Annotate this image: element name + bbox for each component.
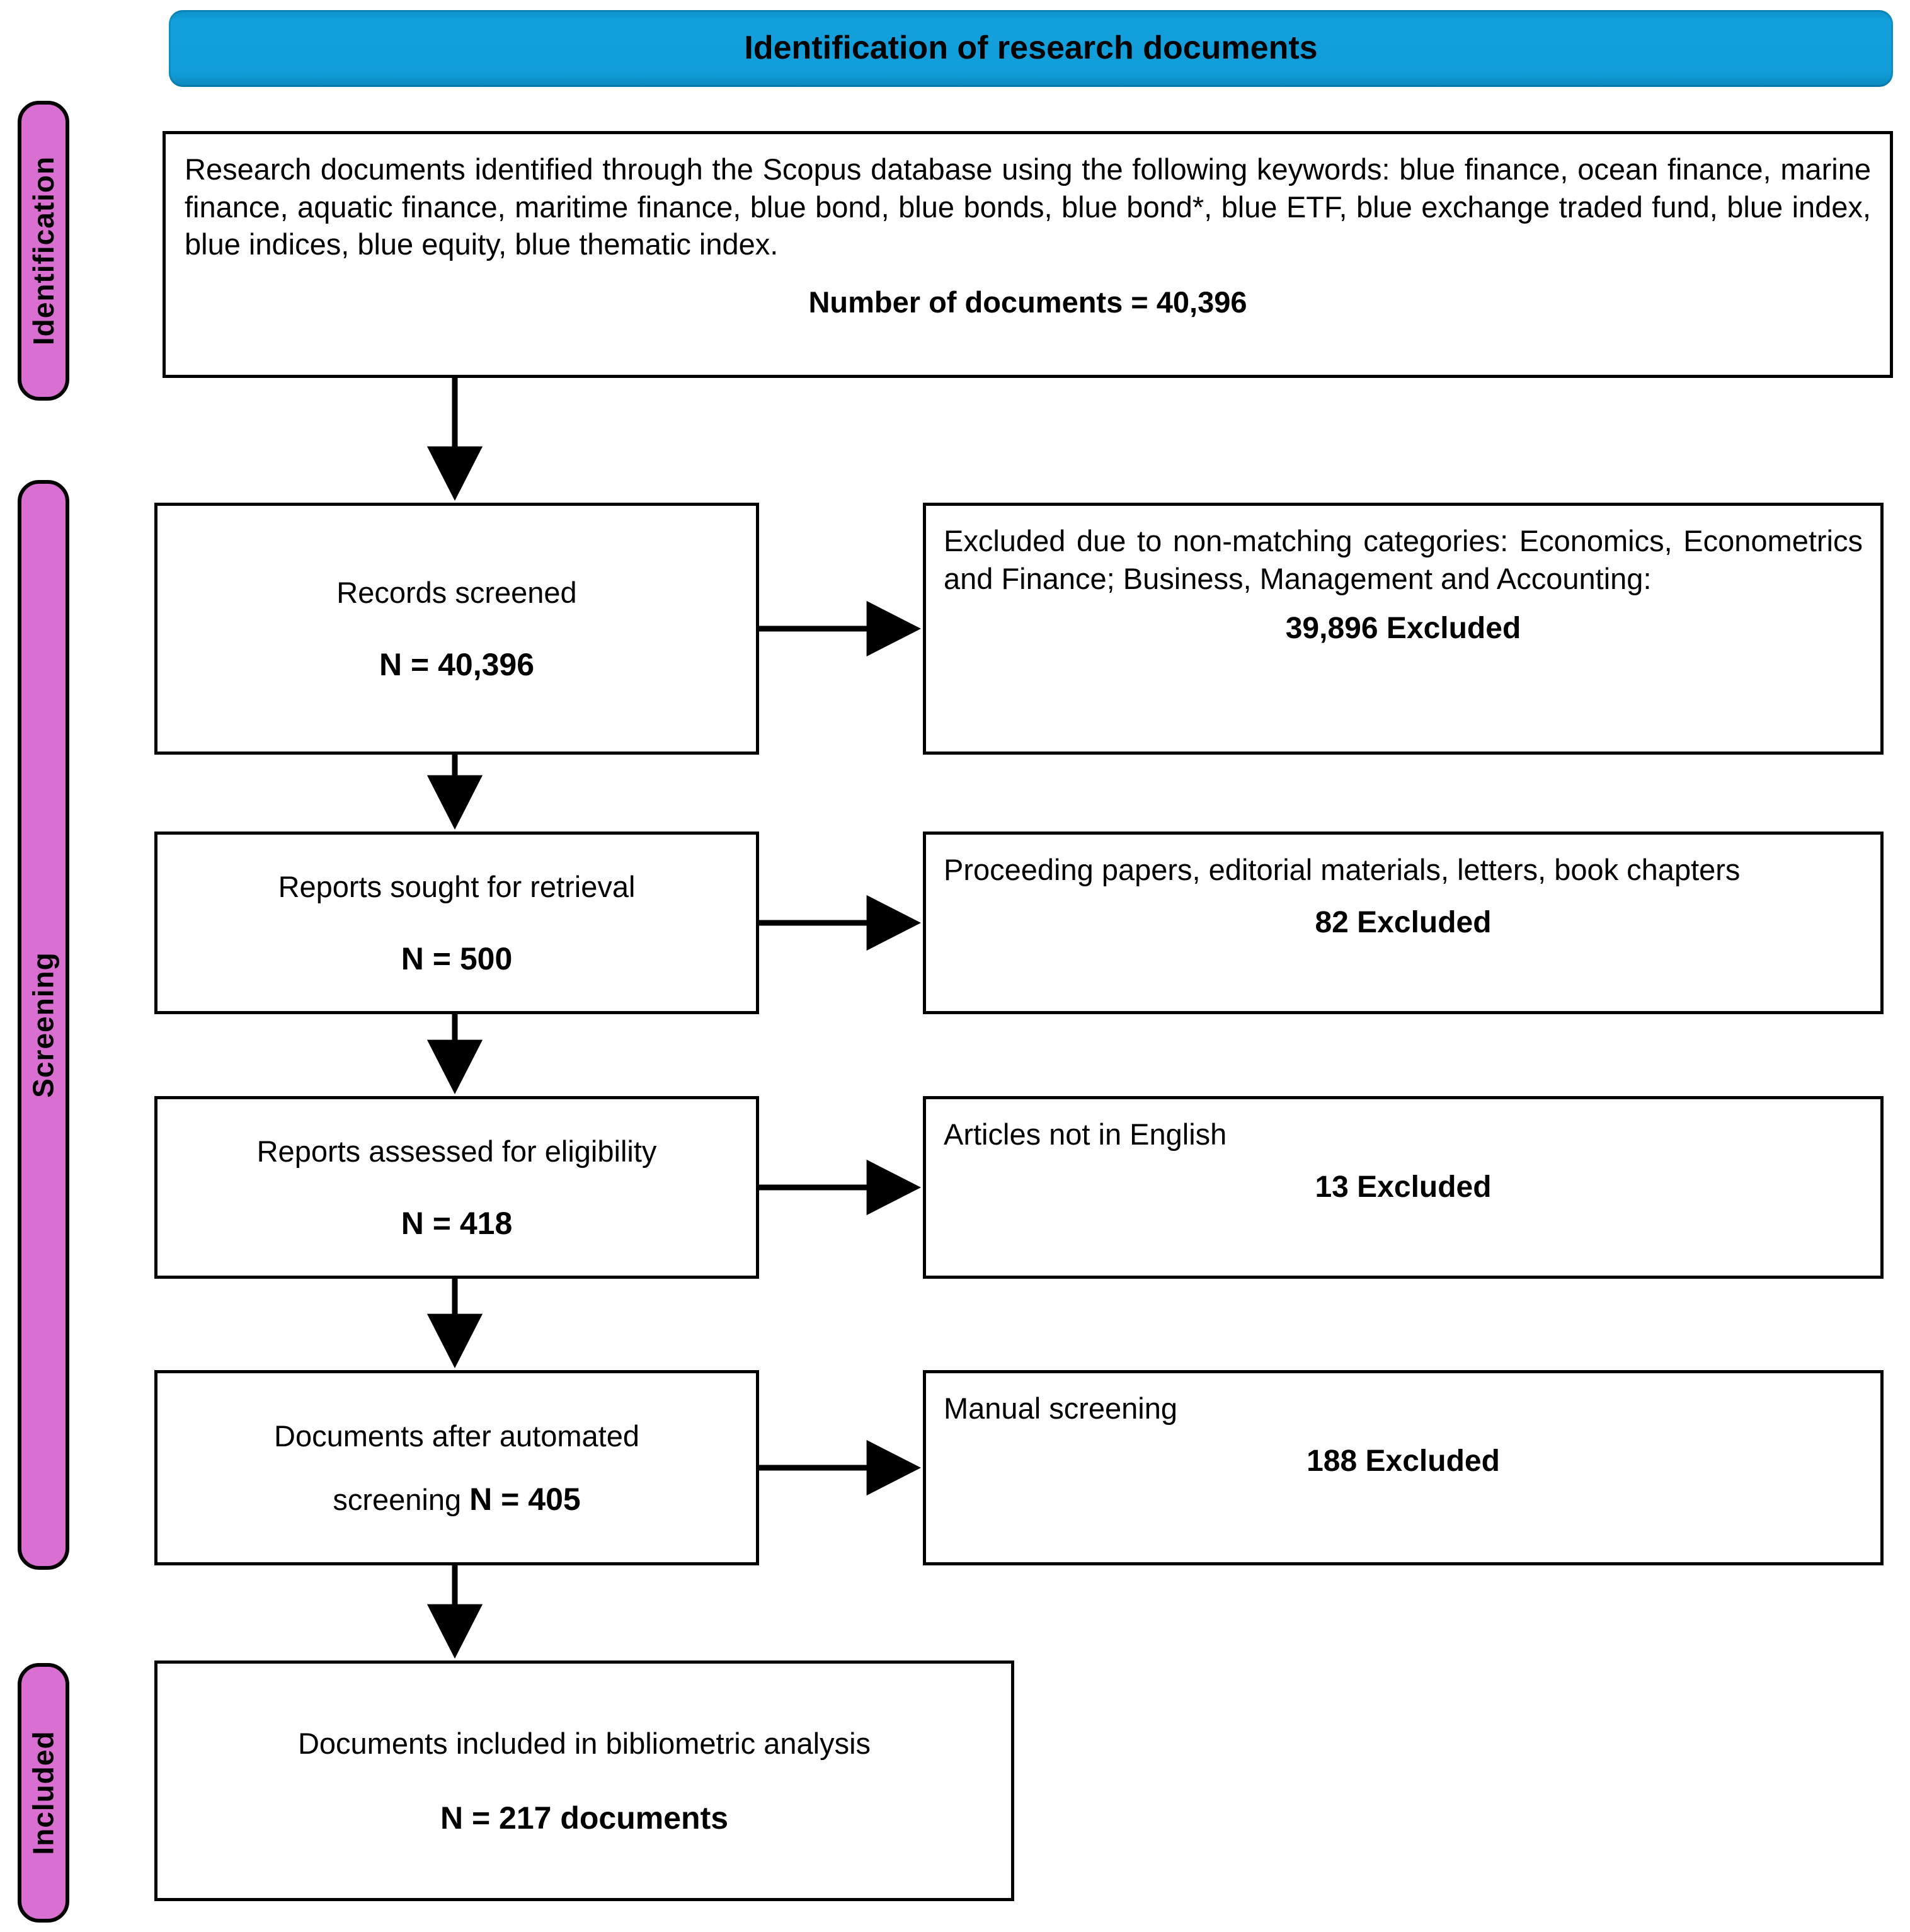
excluded-categories-box: Excluded due to non-matching categories:… (923, 503, 1884, 755)
stage-tag-screening-label: Screening (27, 952, 60, 1098)
excluded-manual-text: Manual screening (944, 1392, 1177, 1425)
records-screened-box: Records screened N = 40,396 (154, 503, 759, 755)
stage-tag-identification-label: Identification (27, 156, 60, 346)
page-title: Identification of research documents (744, 30, 1318, 67)
excluded-language-text: Articles not in English (944, 1117, 1227, 1151)
docs-after-automated-count-prefix: screening (333, 1482, 470, 1516)
diagram-header-banner: Identification of research documents (169, 10, 1893, 87)
excluded-language-count: 13 Excluded (1315, 1170, 1492, 1204)
identification-keywords-text: Research documents identified through th… (185, 152, 1871, 261)
excluded-categories-text: Excluded due to non-matching categories:… (944, 524, 1863, 595)
reports-sought-label: Reports sought for retrieval (278, 869, 636, 903)
stage-tag-screening: Screening (18, 480, 69, 1570)
stage-tag-identification: Identification (18, 101, 69, 401)
records-screened-count: N = 40,396 (379, 646, 535, 682)
excluded-categories-count: 39,896 Excluded (1285, 612, 1521, 646)
excluded-manual-count: 188 Excluded (1307, 1444, 1500, 1478)
identification-box: Research documents identified through th… (163, 131, 1893, 378)
reports-eligibility-box: Reports assessed for eligibility N = 418 (154, 1096, 759, 1279)
excluded-doctypes-count: 82 Excluded (1315, 905, 1492, 939)
excluded-doctypes-box: Proceeding papers, editorial materials, … (923, 832, 1884, 1014)
excluded-language-box: Articles not in English 13 Excluded (923, 1096, 1884, 1279)
included-label: Documents included in bibliometric analy… (297, 1726, 871, 1760)
reports-eligibility-label: Reports assessed for eligibility (256, 1134, 657, 1168)
included-box: Documents included in bibliometric analy… (154, 1660, 1014, 1901)
reports-sought-count: N = 500 (401, 940, 513, 976)
identification-count-label: Number of documents = 40,396 (808, 285, 1247, 319)
docs-after-automated-box: Documents after automated screening N = … (154, 1370, 759, 1565)
stage-tag-included-label: Included (27, 1730, 60, 1855)
included-count: N = 217 documents (440, 1800, 729, 1836)
reports-eligibility-count: N = 418 (401, 1205, 513, 1241)
docs-after-automated-count-value: N = 405 (469, 1481, 581, 1517)
stage-tag-included: Included (18, 1663, 69, 1923)
excluded-doctypes-text: Proceeding papers, editorial materials, … (944, 853, 1741, 886)
reports-sought-box: Reports sought for retrieval N = 500 (154, 832, 759, 1014)
docs-after-automated-label: Documents after automated (274, 1419, 639, 1453)
excluded-manual-box: Manual screening 188 Excluded (923, 1370, 1884, 1565)
docs-after-automated-count: screening N = 405 (333, 1481, 580, 1518)
records-screened-label: Records screened (336, 575, 577, 609)
